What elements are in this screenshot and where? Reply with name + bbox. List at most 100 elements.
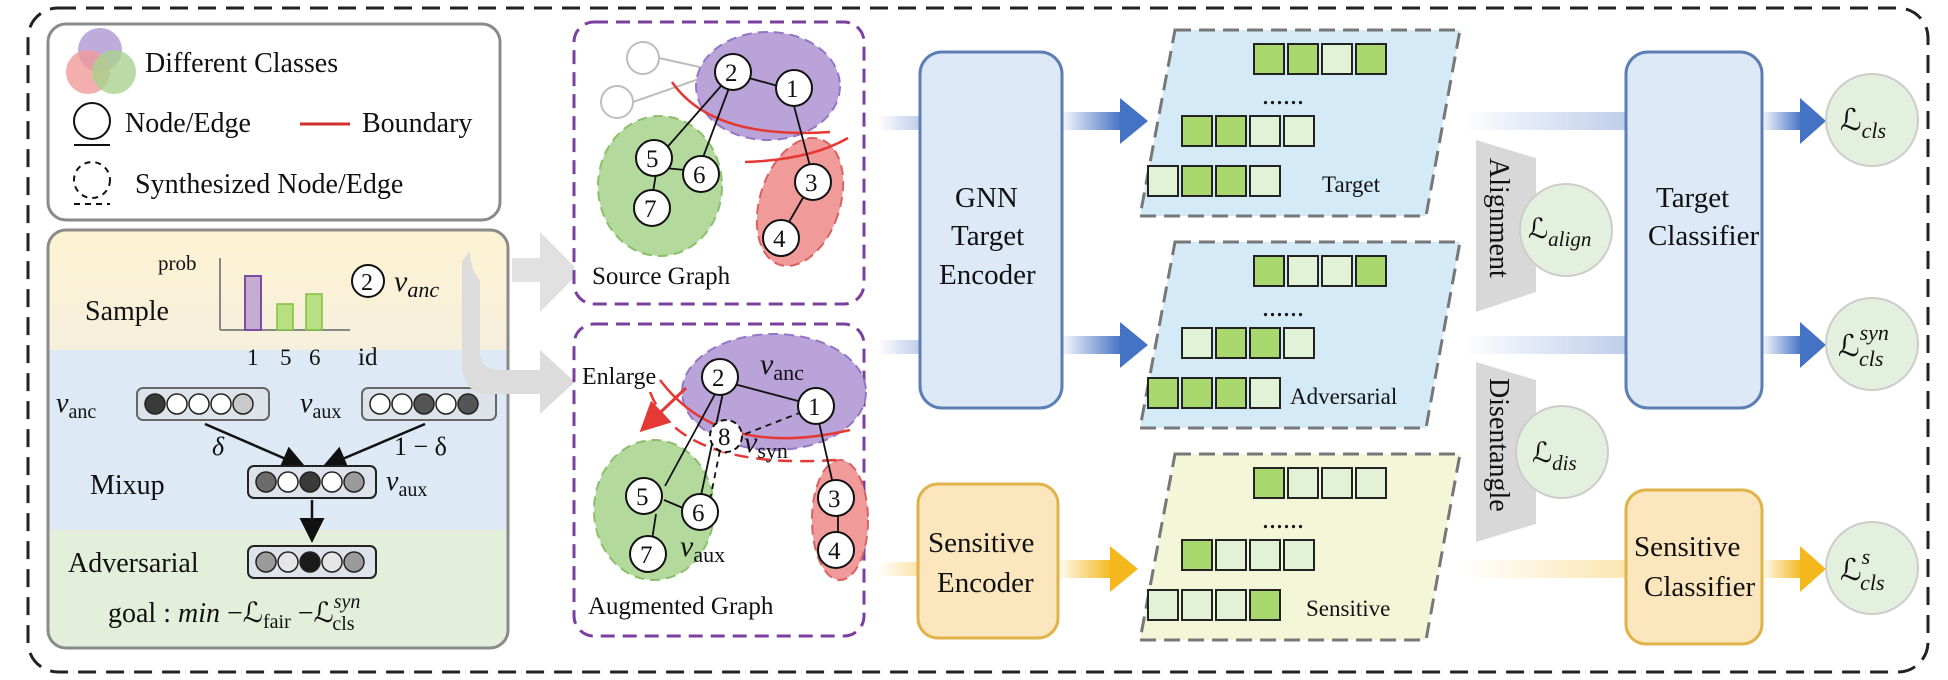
align-loss: ℒalign [1528, 214, 1591, 251]
target-embedding-label: Target [1322, 172, 1381, 197]
source-boundary-2 [744, 136, 849, 164]
tick-6: 6 [309, 345, 321, 370]
legend-synthesized: Synthesized Node/Edge [135, 169, 403, 200]
sensitive-encoder: Sensitive Encoder [916, 482, 1060, 640]
encoder-arrows [1058, 98, 1148, 592]
source-green-class [597, 115, 723, 257]
synth-node-legend-icon [73, 161, 111, 199]
grey-node-a [626, 41, 660, 75]
arrow-anc-to-mix [204, 422, 307, 470]
sensitive-embedding: ...... Sensitive [1138, 452, 1462, 642]
source-purple-class [695, 31, 841, 141]
adversarial-embedding-label: Adversarial [1290, 384, 1397, 409]
svg-text:Classifier: Classifier [1648, 220, 1759, 252]
svg-text:GNN: GNN [955, 182, 1018, 214]
svg-text:3: 3 [805, 170, 818, 197]
svg-text:2: 2 [712, 365, 725, 392]
target-row-3 [1147, 165, 1281, 197]
target-row-1 [1253, 43, 1387, 75]
svg-text:Encoder: Encoder [939, 259, 1036, 291]
sensitive-row-2 [1181, 539, 1315, 571]
flow-aug-to-sensitive [880, 562, 920, 576]
source-nodes: 2 1 3 4 5 6 7 [633, 53, 832, 257]
arrow-aux-to-mix [321, 422, 426, 470]
bar-id-6 [305, 293, 323, 331]
legend-node-edge: Node/Edge [125, 108, 251, 139]
loss-cls: ℒcls [1825, 73, 1919, 167]
svg-text:5: 5 [646, 146, 659, 173]
disentangle-label: Disentangle [1483, 378, 1514, 512]
bar-id-5 [276, 303, 294, 331]
aug-nodes: 2 1 3 4 5 6 7 8 [625, 358, 855, 573]
alignment-label: Alignment [1483, 158, 1514, 278]
aug-v-syn-label: vsyn [744, 426, 788, 463]
enlarge-arrow [639, 386, 688, 433]
aug-v-anc-label: vanc [760, 348, 804, 385]
synthesized-node [709, 419, 743, 453]
legend-panel: Different Classes Node/Edge Boundary Syn… [46, 22, 502, 222]
dis-loss: ℒdis [1532, 438, 1577, 475]
svg-text:ℒcls: ℒcls [1840, 104, 1886, 143]
flow-aug-to-encoder [880, 340, 926, 354]
sensitive-dots: ...... [1262, 504, 1304, 535]
classes-legend-icon [66, 28, 136, 94]
adversarial-dots: ...... [1262, 292, 1304, 323]
svg-text:6: 6 [693, 162, 706, 189]
svg-text:Sensitive: Sensitive [928, 527, 1034, 559]
tick-1: 1 [247, 345, 259, 370]
source-graph-panel: 2 1 3 4 5 6 7 Source Graph [572, 20, 866, 306]
disentangle-block: Disentangle ℒdis [1476, 362, 1609, 542]
source-graph-label: Source Graph [592, 263, 731, 290]
svg-text:Target: Target [1656, 182, 1729, 214]
svg-text:7: 7 [644, 196, 657, 223]
outer-frame [26, 6, 1930, 674]
mixed-v-aux-label: vaux [386, 466, 427, 501]
sensitive-row-3 [1147, 589, 1281, 621]
adversarial-row-1 [1253, 255, 1387, 287]
svg-text:Sensitive: Sensitive [1634, 531, 1740, 563]
sample-label: Sample [85, 296, 169, 327]
svg-text:6: 6 [692, 500, 705, 527]
adversarial-row-2 [1181, 327, 1315, 359]
mixup-label: Mixup [90, 470, 165, 501]
adversarial-row-3 [1147, 377, 1281, 409]
mixed-cells [255, 471, 365, 493]
target-dots: ...... [1262, 80, 1304, 111]
bar-id-1 [244, 275, 262, 331]
target-row-2 [1181, 115, 1315, 147]
one-minus-delta-label: 1 − δ [394, 432, 447, 461]
anchor-node-icon [351, 264, 385, 298]
tick-5: 5 [280, 345, 292, 370]
process-panel: Sample prob 1 5 6 id 2 vanc vanc vaux [46, 228, 510, 650]
svg-text:1: 1 [808, 394, 821, 421]
augmented-graph-label: Augmented Graph [588, 593, 774, 620]
source-to-augmented-arrow [462, 232, 580, 414]
flow-source-to-encoder [880, 116, 926, 130]
svg-text:Encoder: Encoder [937, 567, 1034, 599]
target-embedding: ...... Target [1138, 28, 1462, 218]
grey-node-b [600, 85, 634, 119]
svg-text:1: 1 [786, 76, 799, 103]
svg-text:3: 3 [828, 486, 841, 513]
legend-boundary: Boundary [362, 108, 472, 139]
delta-label: δ [212, 432, 225, 461]
classifier-arrows [1762, 98, 1826, 592]
svg-text:4: 4 [773, 226, 786, 253]
v-aux-cells [369, 393, 479, 415]
anchor-node-number: 2 [361, 270, 373, 296]
aug-edges [651, 383, 839, 541]
sensitive-classifier: Sensitive Classifier [1624, 488, 1764, 646]
alignment-block: Alignment ℒalign [1476, 140, 1613, 312]
augmented-graph-panel: Enlarge 2 1 3 4 5 6 7 [572, 322, 869, 638]
v-aux-vector-label: vaux [300, 388, 341, 423]
adversarial-cells [255, 551, 365, 573]
v-anc-vector-label: vanc [56, 388, 96, 423]
target-classifier: Target Classifier [1624, 50, 1764, 410]
source-boundary-1 [670, 81, 831, 135]
